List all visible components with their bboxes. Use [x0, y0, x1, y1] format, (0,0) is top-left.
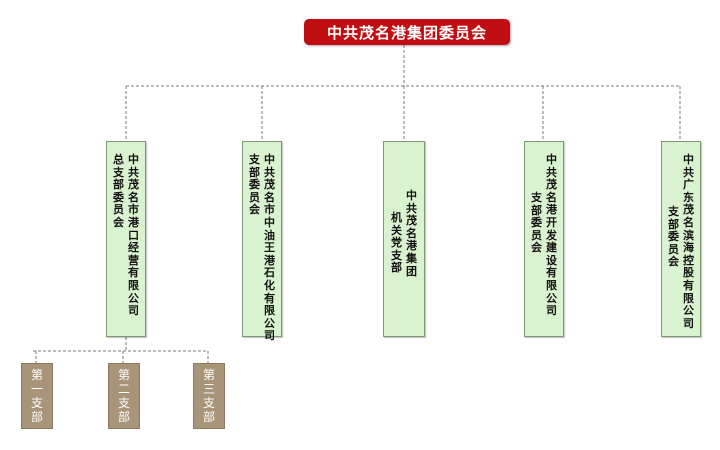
branch-3-line-2: 机关党支部 — [391, 211, 402, 275]
branch-5-line-1: 中共广东茂名滨海控股有限公司 — [683, 153, 694, 330]
branch-1-line-1: 中共茂名市港口经营有限公司 — [128, 153, 139, 318]
branch-node-2: 中共茂名市中油王港石化有限公司 支部委员会 — [242, 141, 282, 342]
branch-5-line-2: 支部委员会 — [668, 205, 679, 269]
sub-branch-2-label: 第二支部 — [117, 368, 130, 424]
branch-node-3: 中共茂名港集团 机关党支部 — [383, 141, 425, 337]
branch-2-line-2: 支部委员会 — [249, 153, 260, 217]
sub-branch-3-label: 第三支部 — [202, 368, 215, 424]
sub-branch-1-label: 第一支部 — [30, 368, 43, 424]
branch-3-line-1: 中共茂名港集团 — [406, 189, 417, 278]
branch-node-4: 中共茂名港开发建设有限公司 支部委员会 — [524, 141, 564, 337]
branch-2-line-1: 中共茂名市中油王港石化有限公司 — [264, 153, 275, 343]
root-node: 中共茂名港集团委员会 — [304, 19, 510, 45]
sub-branch-node-2: 第二支部 — [108, 363, 140, 429]
root-label: 中共茂名港集团委员会 — [326, 23, 487, 42]
branch-4-line-1: 中共茂名港开发建设有限公司 — [546, 153, 557, 318]
branch-node-1: 中共茂名市港口经营有限公司 总支部委员会 — [106, 141, 146, 337]
branch-1-line-2: 总支部委员会 — [113, 153, 124, 229]
branch-4-line-2: 支部委员会 — [531, 191, 542, 255]
branch-node-5: 中共广东茂名滨海控股有限公司 支部委员会 — [661, 141, 701, 337]
sub-branch-node-3: 第三支部 — [193, 363, 225, 429]
sub-branch-node-1: 第一支部 — [21, 363, 53, 429]
